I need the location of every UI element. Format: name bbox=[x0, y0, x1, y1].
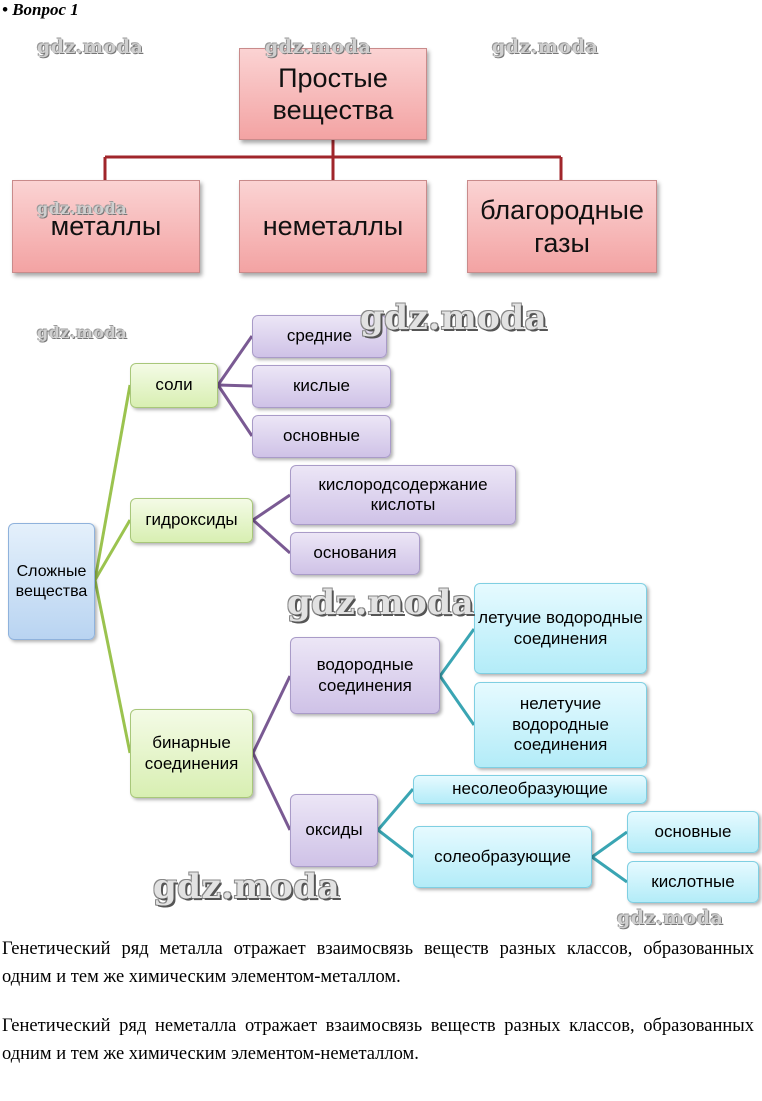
noble-gases-box: благородные газы bbox=[467, 180, 657, 273]
medium-salts-box: средние bbox=[252, 315, 387, 358]
simple-substances-box: Простые вещества bbox=[239, 48, 427, 140]
metal-genetic-series-paragraph: Генетический ряд металла отражает взаимо… bbox=[2, 939, 754, 987]
acidic-oxides-label: кислотные bbox=[651, 871, 735, 891]
watermark: gdz.moda bbox=[360, 298, 548, 338]
binary-compounds-box: бинарные соединения bbox=[130, 709, 253, 798]
oxides-box: оксиды bbox=[290, 794, 378, 867]
hydroxides-label: гидроксиды bbox=[145, 510, 238, 530]
bases-box: основания bbox=[290, 532, 420, 575]
nonmetals-box: неметаллы bbox=[239, 180, 427, 273]
salts-label: соли bbox=[155, 375, 193, 395]
non-salt-forming-box: несолеобразующие bbox=[413, 775, 647, 804]
binary-compounds-label: бинарные соединения bbox=[144, 733, 239, 773]
watermark: gdz.moda bbox=[492, 36, 599, 58]
oxygen-acids-box: кислородсодержание кислоты bbox=[290, 465, 516, 525]
oxides-label: оксиды bbox=[305, 820, 363, 840]
watermark: gdz.moda bbox=[37, 323, 128, 342]
metals-box: металлы bbox=[12, 180, 200, 273]
basic-salts-label: основные bbox=[283, 426, 360, 446]
hydrogen-compounds-box: водородные соединения bbox=[290, 637, 440, 714]
nonmetal-genetic-series-paragraph: Генетический ряд неметалла отражает взаи… bbox=[2, 1016, 754, 1064]
watermark: gdz.moda bbox=[287, 583, 475, 623]
hydroxides-box: гидроксиды bbox=[130, 498, 253, 543]
metals-label: металлы bbox=[50, 211, 162, 242]
oxygen-acids-label: кислородсодержание кислоты bbox=[318, 474, 488, 514]
watermark: gdz.moda bbox=[617, 907, 724, 929]
volatile-hydrogen-box: летучие водородные соединения bbox=[474, 583, 647, 674]
acid-salts-box: кислые bbox=[252, 365, 391, 408]
basic-oxides-box: основные bbox=[627, 811, 759, 853]
nonmetals-label: неметаллы bbox=[262, 211, 404, 242]
watermark: gdz.moda bbox=[265, 36, 372, 58]
basic-salts-box: основные bbox=[252, 415, 391, 458]
bases-label: основания bbox=[313, 543, 397, 563]
acid-salts-label: кислые bbox=[292, 376, 351, 396]
watermark: gdz.moda bbox=[37, 199, 128, 218]
acidic-oxides-box: кислотные bbox=[627, 861, 759, 903]
complex-substances-label: Сложные вещества bbox=[15, 563, 88, 600]
watermark: gdz.moda bbox=[37, 36, 144, 58]
complex-substances-box: Сложные вещества bbox=[8, 523, 95, 640]
salt-forming-label: солеобразующие bbox=[434, 846, 571, 866]
watermark: gdz.moda bbox=[153, 867, 341, 907]
medium-salts-label: средние bbox=[286, 326, 353, 346]
noble-gases-label: благородные газы bbox=[480, 195, 644, 258]
salt-forming-box: солеобразующие bbox=[413, 826, 592, 888]
nonvolatile-hydrogen-label: нелетучие водородные соединения bbox=[512, 694, 609, 755]
non-salt-forming-label: несолеобразующие bbox=[452, 779, 608, 799]
nonvolatile-hydrogen-box: нелетучие водородные соединения bbox=[474, 682, 647, 768]
simple-substances-label: Простые вещества bbox=[272, 62, 394, 125]
basic-oxides-label: основные bbox=[654, 821, 732, 841]
volatile-hydrogen-label: летучие водородные соединения bbox=[478, 608, 643, 648]
question-heading: • Вопрос 1 bbox=[2, 0, 79, 19]
salts-box: соли bbox=[130, 363, 218, 408]
hydrogen-compounds-label: водородные соединения bbox=[316, 655, 414, 695]
